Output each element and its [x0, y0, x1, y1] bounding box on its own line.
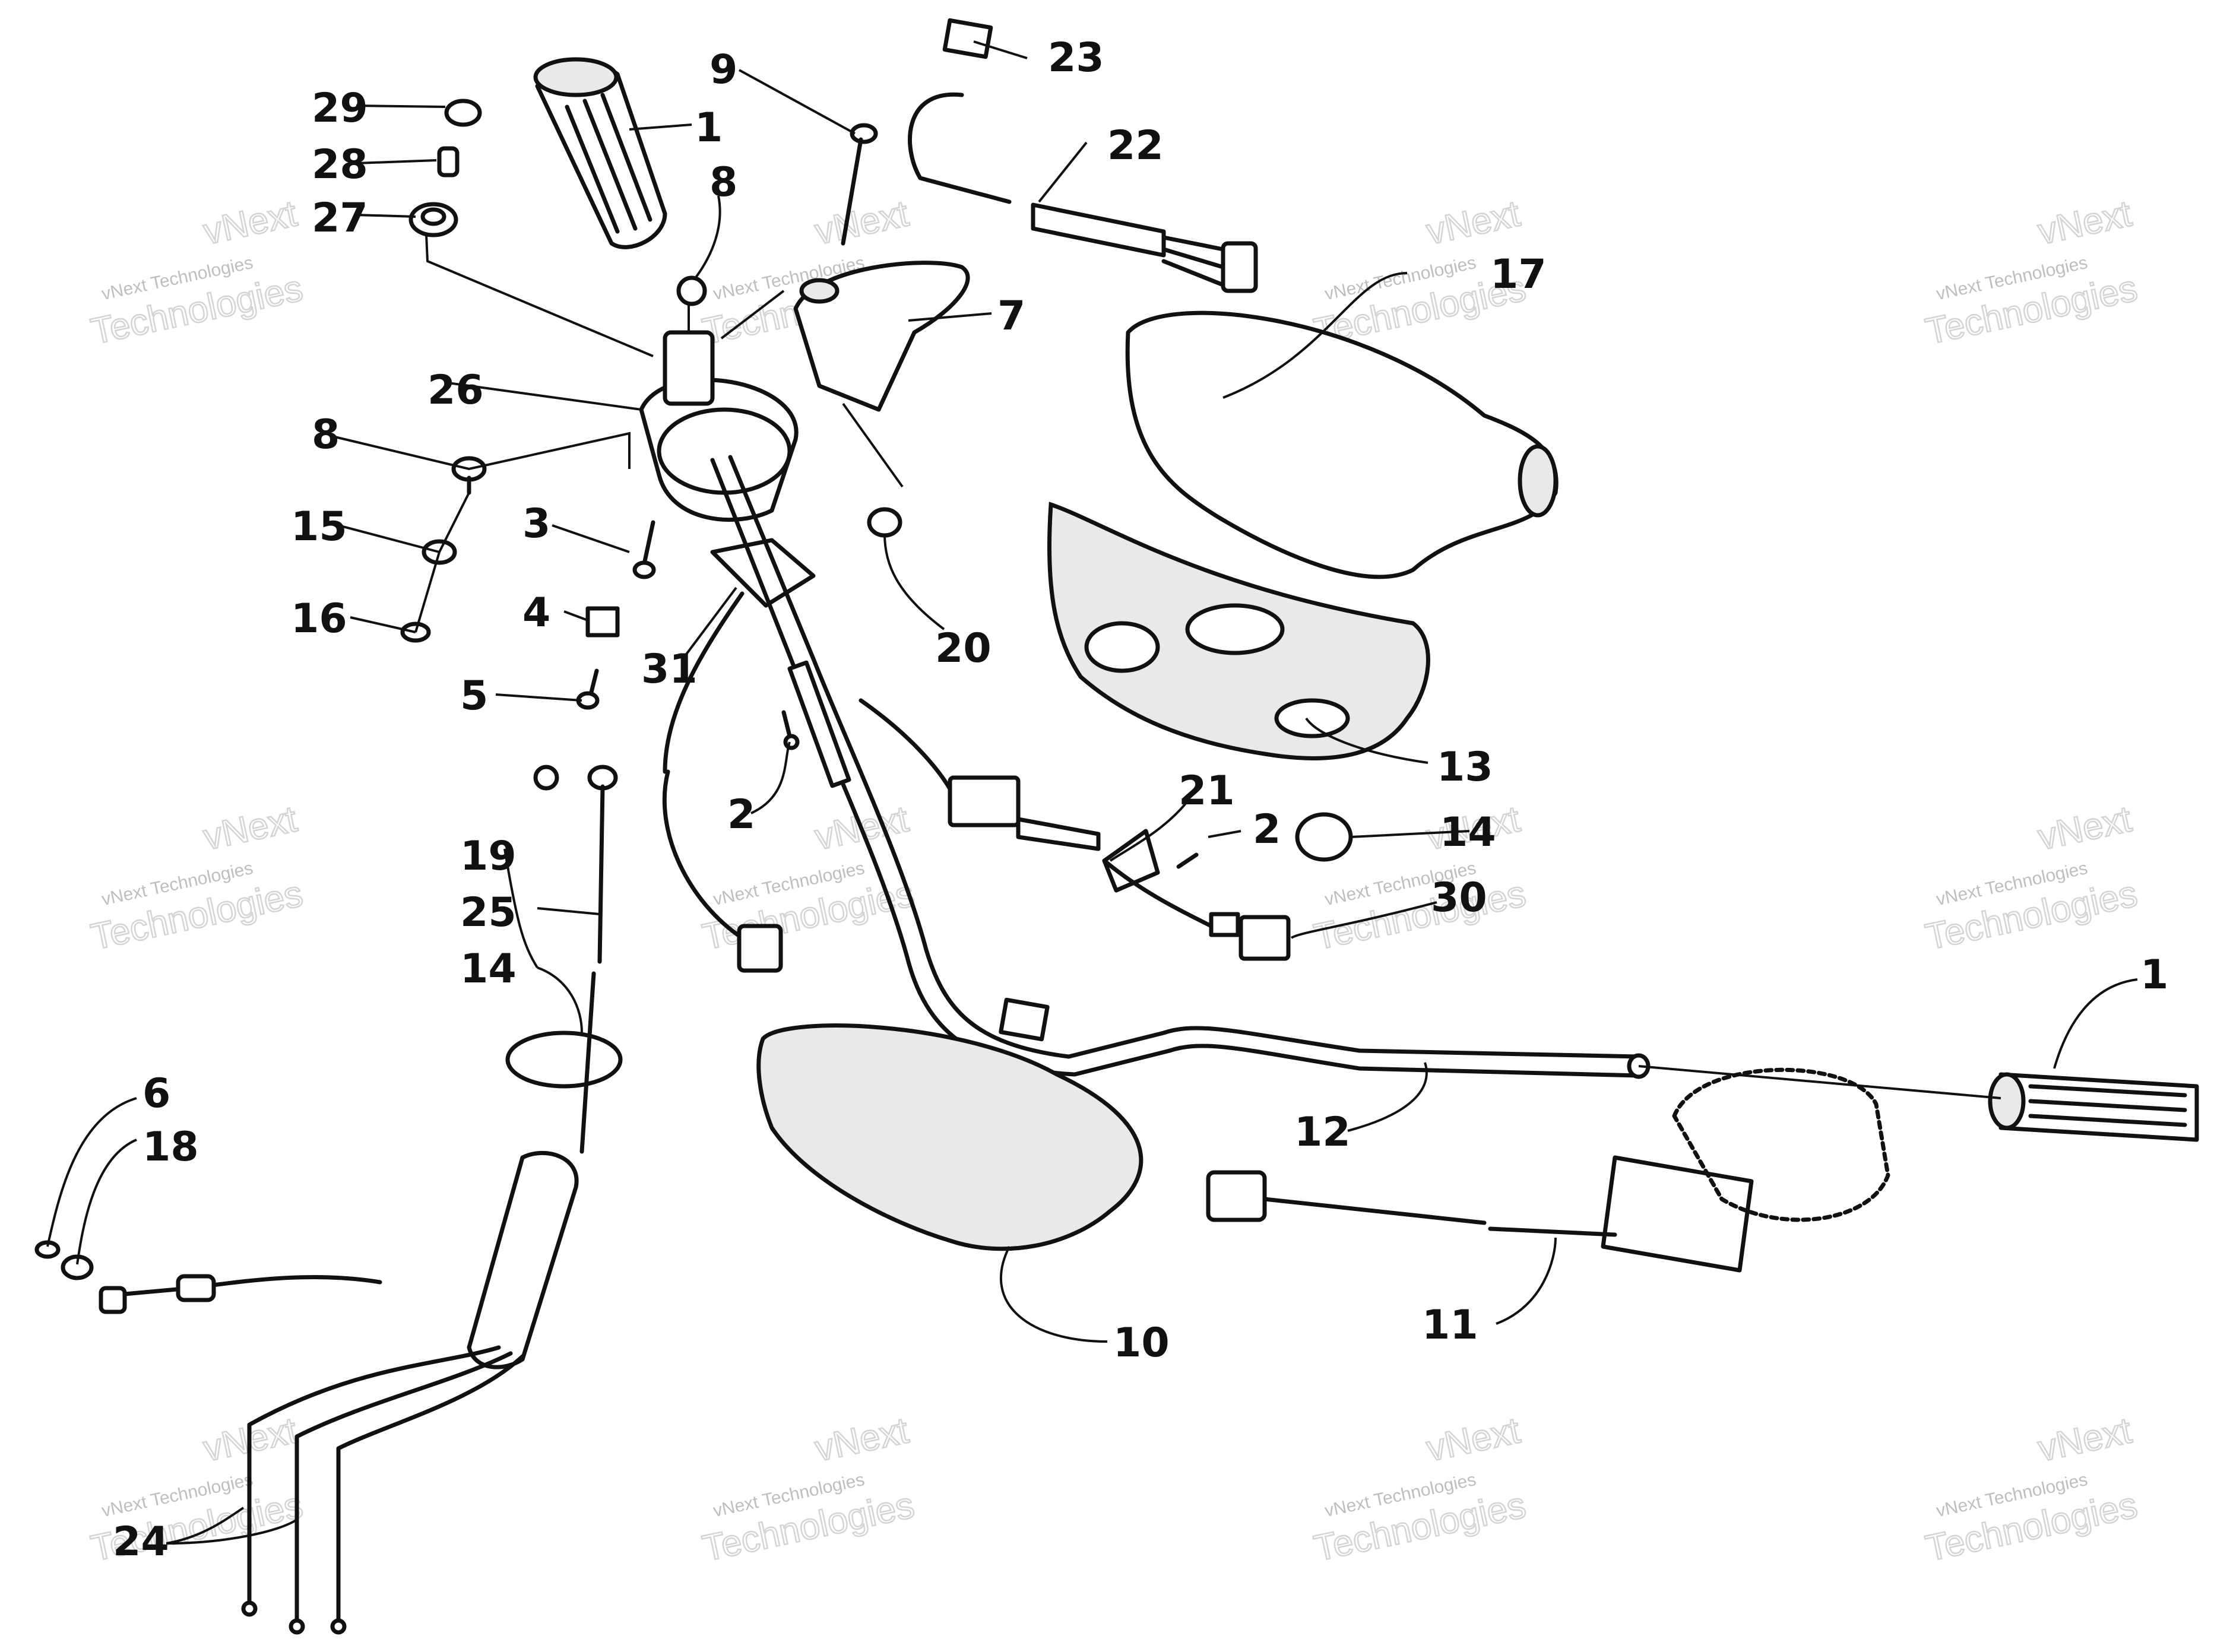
callout-labels: 1 1 2 2 3 4 5 6 7 8 8 9 10 11 12 13 14 1…	[113, 34, 2168, 1565]
callout-17: 17	[1490, 251, 1547, 298]
screw-5	[576, 668, 600, 710]
callout-11: 11	[1422, 1302, 1478, 1349]
callout-19: 19	[460, 833, 517, 880]
pad-17	[1125, 310, 1559, 579]
callout-8-top: 8	[709, 159, 737, 206]
callout-6: 6	[142, 1070, 170, 1117]
callout-10: 10	[1113, 1320, 1170, 1366]
screw-3	[632, 520, 656, 579]
clamp-14-right	[1295, 812, 1353, 862]
callout-5: 5	[460, 673, 488, 719]
washer-8	[451, 456, 487, 495]
bracket-31	[662, 538, 816, 973]
watermark-top-text: vNext	[200, 193, 300, 252]
callout-3: 3	[522, 500, 550, 547]
callout-9: 9	[709, 46, 737, 93]
harness-22	[908, 92, 1258, 293]
throttle-block-7	[793, 261, 970, 412]
cap-29	[444, 99, 482, 127]
callout-30: 30	[1431, 874, 1487, 921]
right-grip	[1672, 1067, 2199, 1222]
tag-23	[942, 18, 993, 59]
nut-8-top	[676, 275, 707, 306]
watermark-top-text: vNext	[2035, 1410, 2135, 1469]
watermark-top-text: vNext	[2035, 798, 2135, 858]
switch-assembly	[859, 698, 1291, 961]
watermark-top-text: vNext	[200, 798, 300, 858]
watermark-top-text: vNext	[812, 193, 912, 252]
callout-23: 23	[1048, 34, 1104, 81]
callout-2-left: 2	[727, 791, 755, 838]
left-grip	[533, 57, 667, 249]
callout-1-right: 1	[2140, 952, 2168, 998]
bolt-9	[841, 123, 878, 246]
callout-16: 16	[291, 595, 347, 642]
watermark-top-text: vNext	[2035, 193, 2135, 252]
callout-31: 31	[641, 646, 698, 693]
screw-2-right	[1176, 852, 1199, 869]
callout-25: 25	[460, 889, 517, 936]
callout-20: 20	[935, 625, 992, 672]
callout-26: 26	[427, 367, 484, 414]
leader-lines	[46, 40, 2138, 1545]
grommet-27	[408, 202, 458, 237]
callout-27: 27	[312, 195, 368, 242]
pad-10	[756, 1023, 1143, 1251]
watermark-top-text: vNext	[1423, 1410, 1523, 1469]
screw-28	[437, 146, 460, 177]
callout-8-left: 8	[312, 411, 340, 458]
pad-foam-13	[1047, 502, 1430, 760]
callout-22: 22	[1107, 122, 1164, 169]
handlebar-12	[710, 455, 1651, 1079]
steering-pod-26	[639, 330, 799, 522]
watermark-top-text: vNext	[812, 1410, 912, 1469]
cable-6-18	[34, 1240, 382, 1314]
callout-15: 15	[291, 503, 347, 550]
callout-24: 24	[113, 1518, 169, 1565]
watermark-top-text: vNext	[1423, 193, 1523, 252]
callout-2-right: 2	[1253, 806, 1281, 853]
callout-7: 7	[997, 293, 1025, 340]
heat-element-11	[1206, 1155, 1754, 1273]
callout-12: 12	[1294, 1109, 1351, 1156]
callout-21: 21	[1179, 768, 1235, 814]
callout-13: 13	[1437, 744, 1493, 791]
callout-1-left: 1	[695, 104, 723, 151]
cable-assembly	[241, 765, 623, 1635]
callout-4: 4	[522, 589, 550, 636]
callout-14-left: 14	[460, 946, 517, 993]
clip-20	[867, 507, 902, 538]
callout-29: 29	[312, 85, 368, 132]
block-4	[585, 606, 620, 638]
callout-28: 28	[312, 141, 368, 188]
callout-14-right: 14	[1440, 809, 1496, 856]
callout-18: 18	[142, 1124, 199, 1171]
